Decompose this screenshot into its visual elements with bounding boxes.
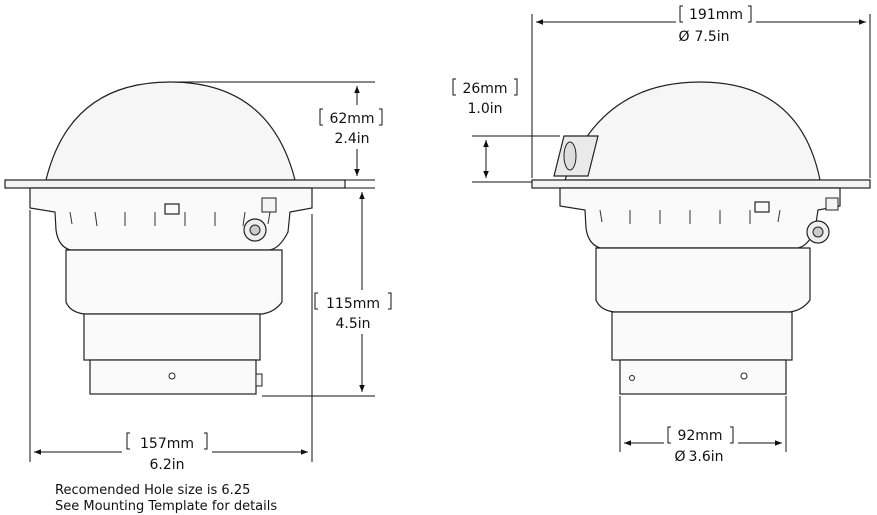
width-left-mm: 157mm <box>140 436 194 452</box>
left-lower-cylinder <box>83 313 261 361</box>
dome-height-mm: 62mm <box>329 111 374 127</box>
right-adjust-knob <box>806 197 839 244</box>
right-flange <box>531 179 871 189</box>
bracket-height-in: 1.0in <box>467 101 502 117</box>
diameter-right-in: 7.5in <box>694 29 729 45</box>
note-mounting-template: See Mounting Template for details <box>55 499 277 514</box>
left-mid-cylinder <box>65 249 283 315</box>
dim-bracket-height: 26mm 1.0in <box>450 76 560 183</box>
mounting-notes: Recomended Hole size is 6.25 See Mountin… <box>55 483 277 514</box>
left-compass-view <box>4 81 346 395</box>
diameter-symbol-bottom: Ø <box>674 449 685 465</box>
right-vent-fins <box>599 209 781 224</box>
left-upper-housing <box>29 187 313 251</box>
left-dome <box>45 81 296 181</box>
right-dome <box>564 81 821 181</box>
width-left-in: 6.2in <box>149 457 184 473</box>
note-hole-size: Recomended Hole size is 6.25 <box>55 483 250 498</box>
right-upper-housing <box>559 187 841 249</box>
right-base <box>619 359 787 395</box>
base-diameter-in: 3.6in <box>688 449 723 465</box>
left-flange <box>4 179 346 189</box>
dim-base-diameter: 92mm 3.6in Ø <box>619 396 787 468</box>
left-adjust-knob <box>243 197 277 242</box>
depth-in: 4.5in <box>335 316 370 332</box>
right-compass-view <box>531 81 871 395</box>
dim-overall-width-left: 157mm 6.2in <box>29 210 313 474</box>
depth-mm: 115mm <box>326 296 380 312</box>
right-lower-cylinder <box>611 311 793 361</box>
diameter-right-mm: 191mm <box>689 7 743 23</box>
dome-height-in: 2.4in <box>334 131 369 147</box>
dim-below-flange-depth: 115mm 4.5in <box>262 187 393 397</box>
bracket-height-mm: 26mm <box>462 81 507 97</box>
dim-overall-diameter-right: 191mm 7.5in Ø <box>531 4 871 178</box>
left-latch <box>164 203 180 215</box>
left-vent-fins <box>69 211 271 227</box>
right-mid-cylinder <box>595 247 811 313</box>
dim-dome-height: 62mm 2.4in <box>175 81 383 181</box>
right-latch <box>754 201 770 213</box>
diameter-symbol-top: Ø <box>678 29 689 45</box>
base-diameter-mm: 92mm <box>677 428 722 444</box>
